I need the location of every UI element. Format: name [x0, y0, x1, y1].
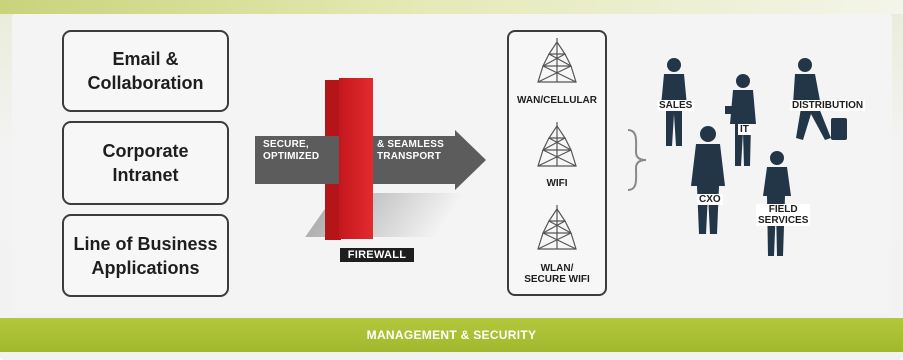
- antenna-tower-icon: [537, 122, 577, 167]
- network-wifi-line1: WIFI: [546, 178, 568, 189]
- mobile-workers-silhouettes: [661, 58, 847, 256]
- role-label-it: IT: [738, 124, 751, 135]
- network-wlan-line2: SECURE WIFI: [524, 274, 590, 285]
- app-label-line2: Intranet: [112, 165, 179, 185]
- network-wlan-line1: WLAN/: [540, 263, 574, 274]
- network-wan-line1: WAN/CELLULAR: [517, 95, 597, 106]
- app-box-email-collaboration: Email & Collaboration: [62, 30, 229, 112]
- network-label-wan: WAN/CELLULAR: [507, 95, 607, 106]
- app-box-line-of-business: Line of Business Applications: [62, 214, 229, 297]
- app-label-line1: Email &: [112, 49, 179, 69]
- app-label-line1: Line of Business: [73, 233, 218, 254]
- transport-label-left: SECURE, OPTIMIZED: [263, 139, 319, 163]
- network-label-wifi: WIFI: [507, 178, 607, 189]
- app-label-line2: Applications: [91, 257, 200, 278]
- app-label-line1: Corporate: [102, 141, 189, 161]
- footer-label: MANAGEMENT & SECURITY: [366, 328, 537, 342]
- network-panel: [507, 30, 607, 296]
- role-field-line1: FIELD: [768, 204, 798, 215]
- firewall-wall-overlap: [339, 132, 373, 188]
- top-accent-stripe: [0, 0, 903, 14]
- transport-right-line1: & SEAMLESS: [377, 139, 445, 150]
- curly-brace-icon: [627, 129, 647, 191]
- transport-left-line2: OPTIMIZED: [263, 151, 320, 162]
- antenna-tower-icon: [537, 38, 577, 83]
- role-label-cxo: CXO: [697, 194, 723, 205]
- role-field-line2: SERVICES: [758, 215, 809, 226]
- transport-label-right: & SEAMLESS TRANSPORT: [377, 139, 444, 163]
- management-security-bar: MANAGEMENT & SECURITY: [0, 318, 903, 352]
- antenna-tower-icon: [537, 205, 577, 250]
- firewall-label: FIREWALL: [340, 248, 414, 262]
- role-label-distribution: DISTRIBUTION: [790, 100, 866, 111]
- role-label-sales: SALES: [657, 100, 695, 111]
- transport-right-line2: TRANSPORT: [377, 151, 442, 162]
- app-label-line2: Collaboration: [87, 73, 204, 93]
- network-label-wlan: WLAN/ SECURE WIFI: [507, 263, 607, 285]
- role-label-field-services: FIELD SERVICES: [756, 204, 811, 226]
- transport-left-line1: SECURE,: [263, 139, 309, 150]
- app-box-corporate-intranet: Corporate Intranet: [62, 121, 229, 205]
